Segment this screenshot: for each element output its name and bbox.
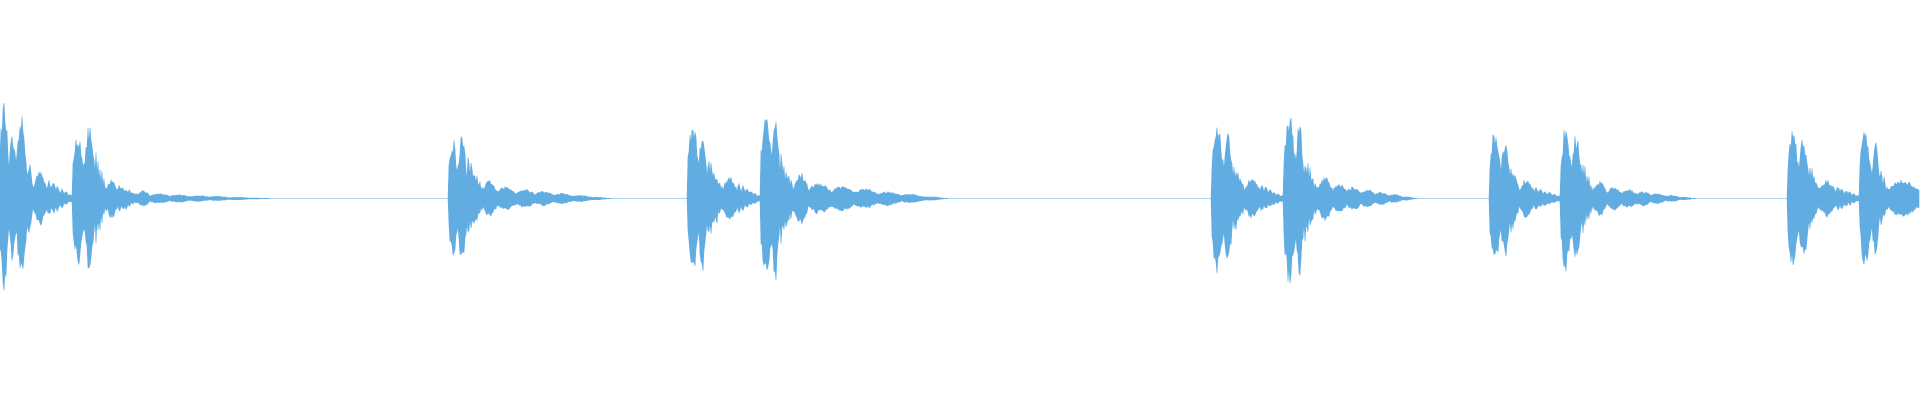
waveform-envelope [0,102,1920,291]
